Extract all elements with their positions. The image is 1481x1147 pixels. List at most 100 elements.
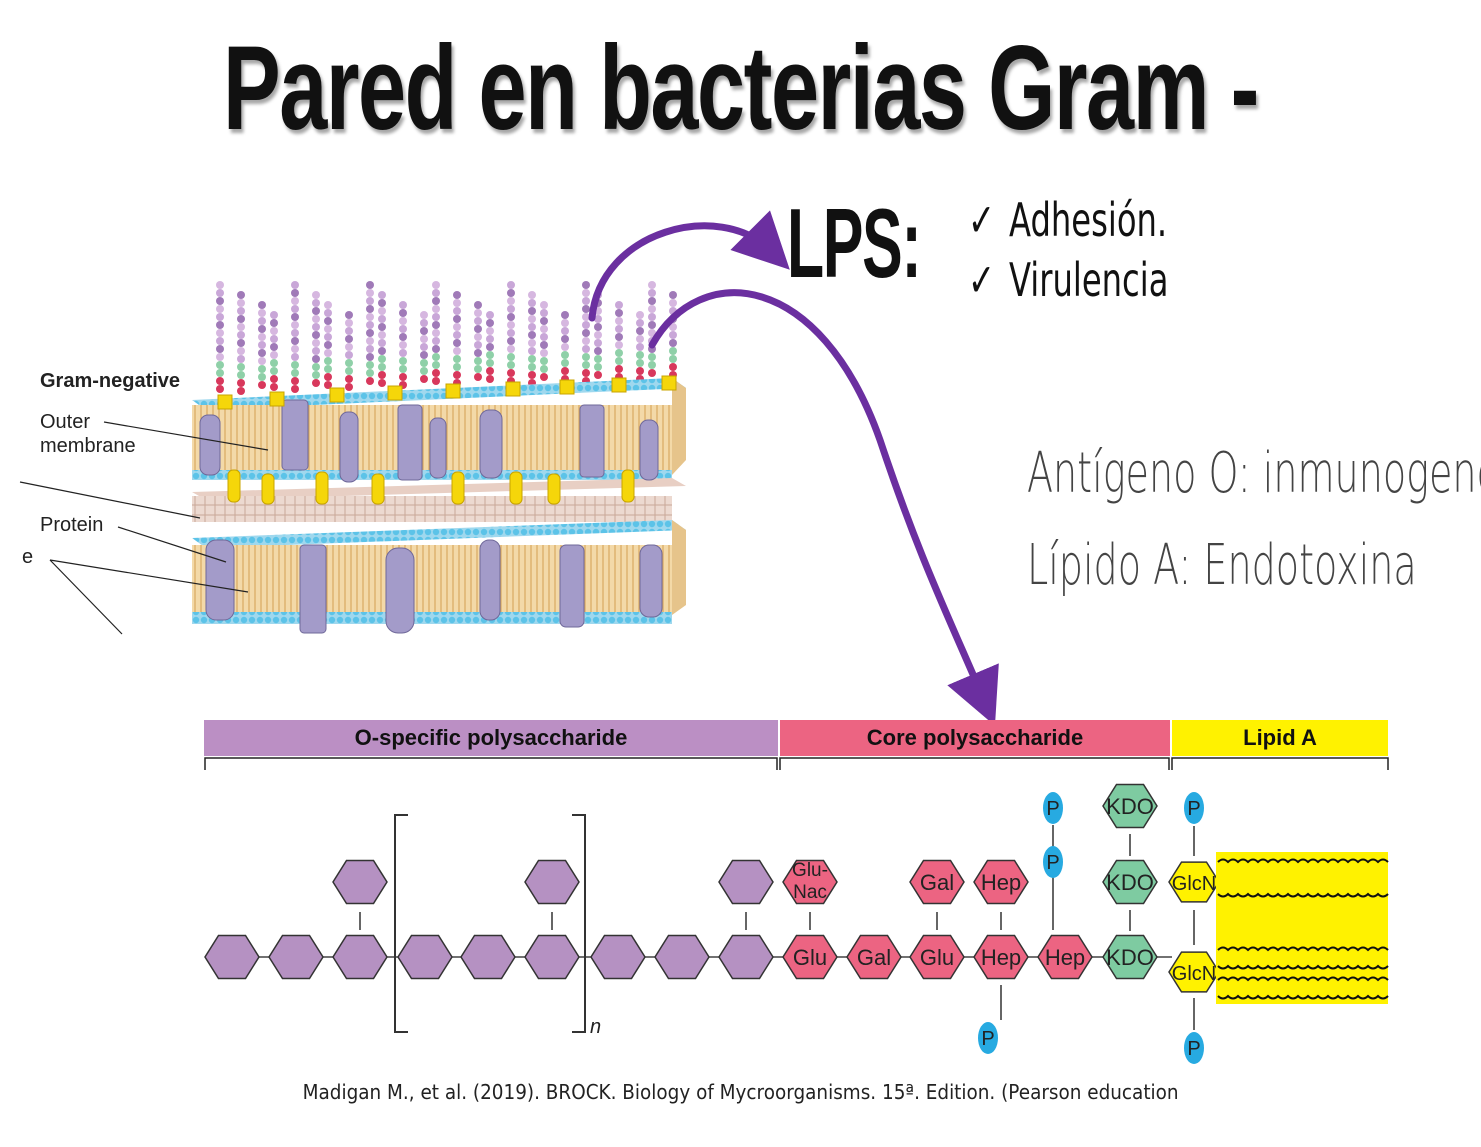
lps-bead bbox=[432, 337, 440, 345]
lps-bead bbox=[648, 297, 656, 305]
lps-bead bbox=[237, 379, 245, 387]
core-sugar-hexagon bbox=[909, 934, 965, 980]
lps-bead bbox=[486, 335, 494, 343]
lps-bead bbox=[486, 319, 494, 327]
lps-bead bbox=[270, 359, 278, 367]
lps-bead bbox=[561, 311, 569, 319]
lps-bead bbox=[507, 321, 515, 329]
lps-bead bbox=[324, 365, 332, 373]
lps-bead bbox=[669, 331, 677, 339]
lps-bead bbox=[258, 373, 266, 381]
o-sugar-hexagon bbox=[590, 934, 646, 980]
lps-bead bbox=[291, 297, 299, 305]
lps-bead bbox=[258, 317, 266, 325]
lps-bead bbox=[258, 357, 266, 365]
lipid-a-anchors bbox=[217, 375, 677, 505]
sugar-label: GlcN bbox=[1172, 963, 1216, 985]
lps-bead bbox=[216, 337, 224, 345]
lps-bead bbox=[270, 327, 278, 335]
lps-bead bbox=[312, 347, 320, 355]
lps-bead bbox=[216, 361, 224, 369]
lps-bead bbox=[528, 299, 536, 307]
lps-bead bbox=[582, 337, 590, 345]
o-specific-bar bbox=[204, 720, 778, 756]
lps-bead bbox=[258, 333, 266, 341]
lps-bead bbox=[399, 357, 407, 365]
lps-bead bbox=[216, 313, 224, 321]
lps-bead bbox=[291, 305, 299, 313]
lps-bead bbox=[453, 323, 461, 331]
lps-bead bbox=[324, 357, 332, 365]
check-icon: ✓ bbox=[968, 253, 995, 307]
lps-bead bbox=[270, 335, 278, 343]
lps-bead bbox=[378, 355, 386, 363]
lps-bead bbox=[312, 379, 320, 387]
acyl-chain bbox=[1217, 892, 1389, 898]
lps-bead bbox=[216, 305, 224, 313]
glcn-hexagon bbox=[1168, 861, 1220, 903]
lps-bead bbox=[528, 339, 536, 347]
acyl-chain bbox=[1217, 976, 1389, 982]
lps-bead bbox=[420, 319, 428, 327]
lps-bead bbox=[528, 315, 536, 323]
lps-bead bbox=[636, 359, 644, 367]
o-sugar-hexagon bbox=[718, 934, 774, 980]
lps-bead bbox=[366, 313, 374, 321]
lps-bead bbox=[378, 363, 386, 371]
lps-bead bbox=[432, 321, 440, 329]
lps-bead bbox=[561, 343, 569, 351]
lps-bead bbox=[561, 359, 569, 367]
o-sugar-hexagon bbox=[654, 934, 710, 980]
lps-bead bbox=[453, 307, 461, 315]
lps-bead bbox=[324, 381, 332, 389]
lps-bead bbox=[258, 341, 266, 349]
lps-bead bbox=[507, 329, 515, 337]
lps-bead bbox=[216, 369, 224, 377]
lps-bead bbox=[324, 317, 332, 325]
sugar-label: P bbox=[1046, 798, 1059, 820]
repeat-n-label: n bbox=[590, 1016, 601, 1038]
lps-bead bbox=[594, 347, 602, 355]
lps-bead bbox=[528, 323, 536, 331]
o-sugar-hexagon bbox=[397, 934, 453, 980]
lps-bead bbox=[270, 351, 278, 359]
lps-bead bbox=[474, 373, 482, 381]
lps-bead bbox=[366, 353, 374, 361]
lps-bead bbox=[540, 317, 548, 325]
lps-bead bbox=[636, 311, 644, 319]
phosphate-icon bbox=[978, 1022, 998, 1054]
lps-bead bbox=[540, 341, 548, 349]
antigen-o-text: Antígeno O: inmunogeno bbox=[1027, 441, 1481, 506]
membrane-proteins bbox=[199, 399, 663, 634]
lps-bead bbox=[615, 333, 623, 341]
sugar-label: Glu bbox=[793, 945, 827, 970]
lps-bead bbox=[648, 313, 656, 321]
lps-bead bbox=[561, 367, 569, 375]
lps-bead bbox=[474, 341, 482, 349]
lps-bead bbox=[453, 339, 461, 347]
check-text: Virulencia bbox=[1008, 253, 1169, 307]
lps-bead bbox=[216, 297, 224, 305]
lps-bead bbox=[486, 311, 494, 319]
lps-bead bbox=[453, 291, 461, 299]
lps-bead bbox=[507, 337, 515, 345]
lps-bead bbox=[648, 305, 656, 313]
lps-bead bbox=[399, 301, 407, 309]
lps-bead bbox=[453, 363, 461, 371]
gram-negative-label: Gram-negative bbox=[40, 370, 180, 392]
lps-bead bbox=[669, 323, 677, 331]
lps-bead bbox=[312, 323, 320, 331]
outer-membrane-label-1: Outer bbox=[40, 411, 90, 433]
lps-bead bbox=[582, 361, 590, 369]
lipid-a-chains-bg bbox=[1216, 852, 1388, 1004]
lps-bead bbox=[528, 307, 536, 315]
lps-bead bbox=[378, 315, 386, 323]
lps-bead bbox=[216, 353, 224, 361]
lps-bead bbox=[399, 309, 407, 317]
sugar-label: GlcN bbox=[1172, 873, 1216, 895]
lps-bead bbox=[432, 361, 440, 369]
lps-bead bbox=[615, 325, 623, 333]
phosphate-icon bbox=[1043, 846, 1063, 878]
lps-bead bbox=[432, 281, 440, 289]
acyl-chain bbox=[1217, 946, 1389, 952]
